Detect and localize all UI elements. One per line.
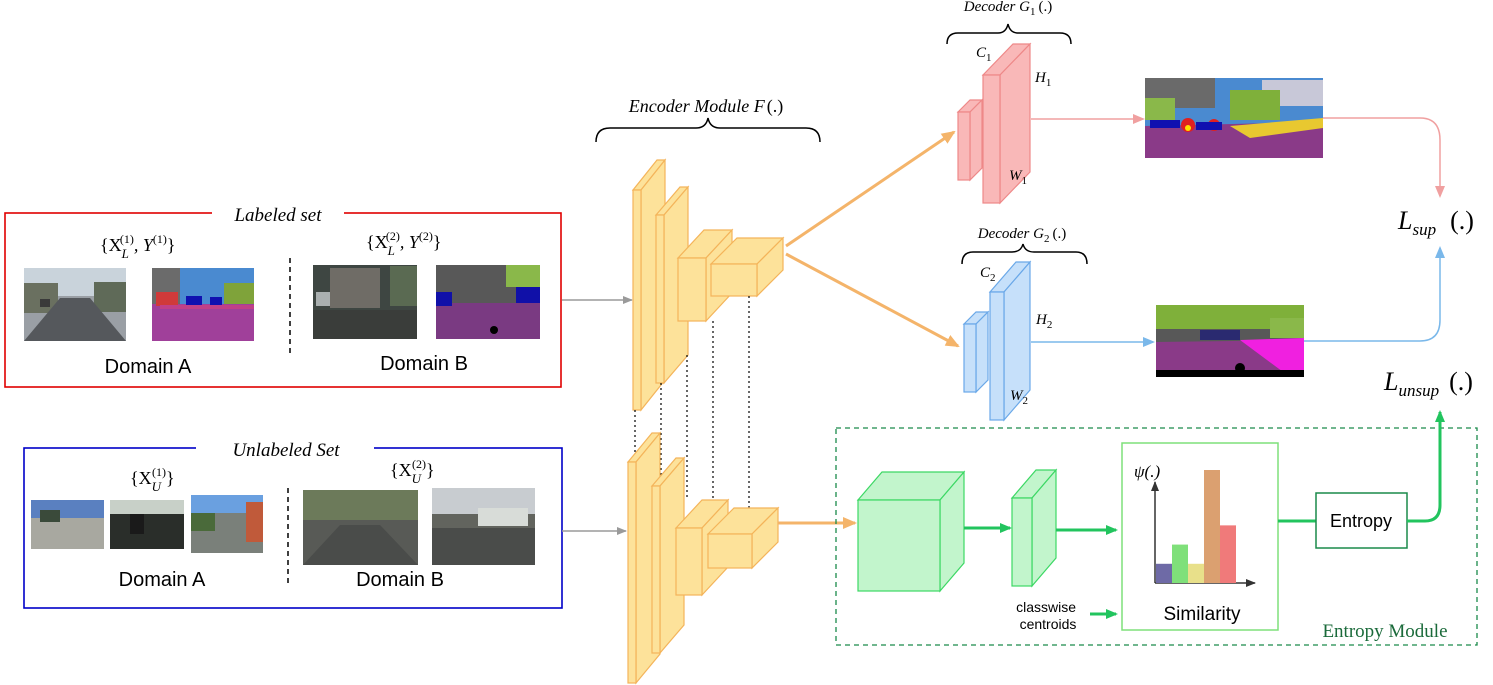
decoder2-title: Decoder G2(.): [961, 226, 1088, 265]
decoder1-block-large: [981, 42, 1032, 205]
encoder-top-block-2: [654, 185, 690, 385]
unlabeled-set-panel: Unlabeled Set {XU(1)} {XU(2)}: [23, 438, 563, 609]
labeled-set-panel: Labeled set {XL(1), Y(1)} {XL(2), Y(2)}: [4, 203, 562, 388]
unlabeled-set-domain-a-notation: {XU(1)}: [130, 465, 175, 494]
unlabeled-domain-a-photo-1: [31, 500, 104, 549]
decoder2-output-to-lsup-arrow: [1304, 246, 1445, 342]
encoder-top-block-4: [709, 236, 785, 298]
similarity-label: Similarity: [1163, 604, 1241, 625]
decoder1-output-to-lsup-arrow: [1323, 117, 1445, 198]
svg-text:Encoder Module F(.): Encoder Module F(.): [628, 96, 783, 117]
unlabeled-domain-a-photo-3: [191, 495, 263, 553]
decoder1-block-small: [956, 98, 984, 182]
histogram-bar-3: [1188, 563, 1204, 583]
encoder-bottom-block-2: [650, 456, 686, 655]
encoder-brace: [595, 117, 821, 143]
encoder-to-decoder1-arrow: [785, 130, 956, 248]
decoder2-block-large: [988, 260, 1032, 422]
decoder1-title: Decoder G1(.): [946, 0, 1072, 45]
svg-text:Decoder G2(.): Decoder G2(.): [977, 226, 1066, 245]
histogram-bar-2: [1172, 544, 1188, 583]
entropy-to-lunsup-arrow: [1407, 410, 1445, 523]
labeled-domain-a-photo: [24, 268, 126, 341]
decoder1-w-label: W1: [1009, 168, 1027, 187]
unlabeled-domain-a-label: Domain A: [119, 569, 206, 591]
labeled-domain-b-label: Domain B: [380, 353, 468, 375]
labeled-set-domain-b-notation: {XL(2), Y(2)}: [366, 229, 442, 258]
classwise-centroids-label: classwise centroids: [1016, 599, 1080, 632]
entropy-box: [1315, 492, 1408, 549]
labeled-domain-a-label: Domain A: [105, 356, 192, 378]
entropy-centroid-block: [1010, 468, 1058, 588]
encoder-skip-dotted-lines: [634, 296, 750, 508]
unlabeled-domain-b-label: Domain B: [356, 569, 444, 591]
unlabeled-set-title: Unlabeled Set: [232, 440, 340, 461]
psi-label: ψ(.): [1134, 462, 1160, 481]
svg-text:Decoder G1(.): Decoder G1(.): [963, 0, 1052, 18]
entropy-module-title: Entropy Module: [1322, 621, 1447, 642]
decoder2-brace: [961, 243, 1088, 265]
encoder-bottom-block-4: [706, 506, 780, 570]
decoder1-output-segmentation: [1145, 78, 1323, 158]
decoder2-blocks: [962, 260, 1032, 422]
labeled-set-domain-a-notation: {XL(1), Y(1)}: [100, 232, 176, 261]
entropy-feature-cube: [856, 470, 966, 593]
histogram-bar-5: [1220, 525, 1236, 583]
labeled-set-title: Labeled set: [233, 205, 322, 226]
decoder2-output-segmentation: [1156, 305, 1304, 377]
entropy-box-label: Entropy: [1330, 511, 1392, 531]
decoder1-c-label: C1: [976, 45, 992, 64]
decoder2-h-label: H2: [1035, 312, 1052, 331]
decoder2-block-small: [962, 310, 990, 394]
histogram-bar-1: [1156, 563, 1172, 583]
decoder2-w-label: W2: [1010, 388, 1028, 407]
similarity-histogram-bars: [1156, 470, 1236, 583]
decoder1-h-label: H1: [1034, 70, 1051, 89]
unlabeled-domain-b-photo-2: [432, 488, 535, 565]
decoder1-blocks: [956, 42, 1032, 205]
labeled-domain-a-segmentation: [152, 268, 254, 341]
encoder-bottom-stack: [626, 431, 780, 685]
histogram-bar-4: [1204, 470, 1220, 583]
lunsup-label: Lunsup(.): [1383, 367, 1473, 400]
encoder-module-title: Encoder Module F(.): [595, 96, 821, 143]
decoder2-c-label: C2: [980, 265, 996, 284]
encoder-to-decoder2-arrow: [785, 252, 960, 348]
unlabeled-domain-a-photo-2: [110, 500, 184, 549]
decoder1-brace: [946, 23, 1072, 45]
entropy-module-border: [835, 427, 1478, 646]
unlabeled-set-domain-b-notation: {XU(2)}: [390, 457, 435, 486]
labeled-domain-b-segmentation: [436, 265, 540, 339]
similarity-box: [1121, 442, 1279, 631]
unlabeled-domain-b-photo-1: [303, 490, 418, 565]
lsup-label: Lsup(.): [1397, 206, 1474, 239]
labeled-domain-b-photo: [313, 265, 417, 339]
encoder-top-stack: [631, 158, 785, 412]
